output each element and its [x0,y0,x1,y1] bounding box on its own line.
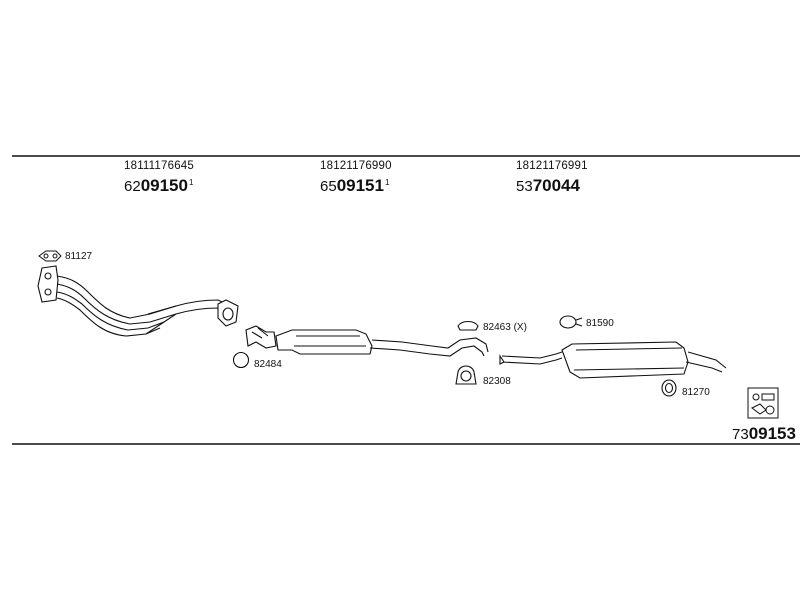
label-81127: 81127 [65,251,93,262]
kit-order-code: 7309153 [732,424,796,444]
mounting-kit-icon [747,387,779,419]
part-number-1: 18111176645 [124,160,194,172]
kit-order-code-prefix: 73 [732,426,749,443]
kit-order-code-main: 09153 [748,424,796,443]
label-82484: 82484 [254,359,282,370]
ring-81270-part [661,379,677,397]
clamp-82308-part [455,365,477,385]
rear-silencer-part [499,341,727,379]
order-code-2-suffix: 1 [384,178,390,187]
label-82308: 82308 [483,376,511,387]
part-number-3: 18121176991 [516,160,588,172]
center-silencer-part [245,325,489,357]
order-code-1-prefix: 62 [124,178,141,195]
label-81270: 81270 [682,387,710,398]
gasket-81127-icon [38,250,62,262]
rubber-81590-part [559,315,583,329]
order-code-3-main: 70044 [532,176,580,195]
order-code-1-main: 09150 [140,176,188,195]
clamp-82463-part [457,320,479,331]
ring-82484-part [232,351,250,369]
label-82463: 82463 (X) [483,322,527,333]
front-pipe-part [37,265,239,337]
label-81590: 81590 [586,318,614,329]
order-code-1: 62091501 [124,176,193,196]
order-code-2: 65091511 [320,176,389,196]
order-code-1-suffix: 1 [188,178,194,187]
order-code-3-prefix: 53 [516,178,533,195]
order-code-3: 5370044 [516,176,581,196]
order-code-2-prefix: 65 [320,178,337,195]
order-code-2-main: 09151 [336,176,384,195]
part-number-2: 18121176990 [320,160,392,172]
